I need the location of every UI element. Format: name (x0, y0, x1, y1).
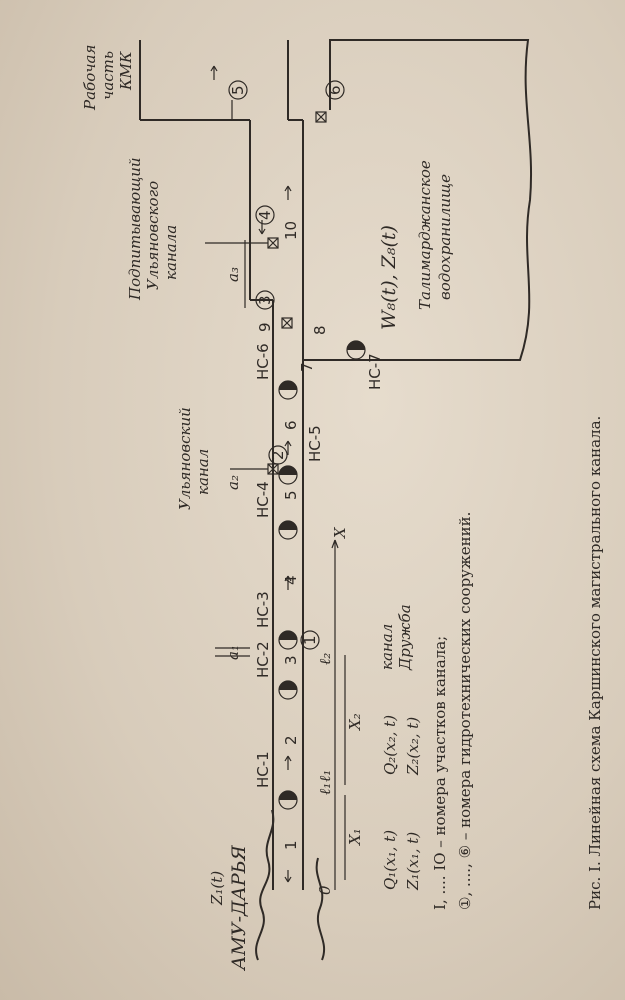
svg-text:2: 2 (269, 450, 287, 460)
druzhba-label: канал Дружба (378, 604, 414, 671)
svg-text:часть: часть (99, 51, 117, 100)
section-8: 8 (311, 325, 329, 335)
section-10: 10 (282, 221, 300, 240)
pump-label-4: НС-4 (254, 481, 272, 518)
pump-ns-5 (278, 465, 298, 485)
svg-text:4: 4 (256, 210, 274, 220)
reservoir-outline (303, 39, 533, 361)
pump-label-2: НС-2 (254, 641, 272, 678)
x-axis-arrow (331, 539, 339, 549)
pump-ns-2 (278, 680, 298, 700)
q2-formula: Q₂(x₂, t) (381, 715, 399, 775)
ulyanov-label: Ульяновский канал (176, 407, 212, 510)
pump-stations (278, 340, 366, 810)
pump-label-5: НС-5 (306, 425, 324, 462)
svg-text:Дружба: Дружба (396, 604, 414, 671)
river-label: АМУ-ДАРЬЯ (228, 845, 250, 972)
x2-label: X₂ (346, 713, 364, 731)
svg-text:Ульяновского: Ульяновского (144, 181, 162, 290)
pump-ns-1 (278, 790, 298, 810)
section-7: 7 (298, 362, 316, 372)
structure-2: 2 (230, 445, 288, 475)
section-6: 6 (282, 420, 300, 430)
pump-label-3: НС-3 (254, 591, 272, 628)
river-bank-bottom (315, 857, 326, 961)
x1-label: X₁ (346, 828, 364, 846)
a3-label: a₃ (224, 267, 242, 282)
svg-text:водохранилище: водохранилище (436, 174, 454, 300)
figure-caption: Рис. I. Линейная схема Каршинского магис… (586, 416, 604, 910)
reservoir-label: Талимарджанское водохранилище (416, 160, 454, 310)
section-9: 9 (256, 322, 274, 332)
rotated-scheme: АМУ-ДАРЬЯ НС-1 НС-2 НС-3 НС-4 НС-5 НС (81, 39, 604, 972)
pump-ns-4 (278, 520, 298, 540)
feeder-label: Подпитывающий Ульяновского канала (126, 157, 180, 301)
wz-formula: W₈(t), Z₈(t) (378, 225, 400, 330)
svg-text:1: 1 (301, 635, 319, 645)
svg-text:канал: канал (378, 624, 396, 670)
pump-ns-6 (278, 380, 298, 400)
z2x-formula: Z₂(x₂, t) (404, 717, 422, 776)
svg-text:канала: канала (162, 225, 180, 280)
kmk-label: Рабочая часть КМК (81, 45, 135, 111)
section-2: 2 (282, 735, 300, 745)
structure-5: 5 (228, 80, 248, 120)
pump-ns-7 (346, 340, 366, 360)
a2-label: a₂ (224, 475, 242, 490)
svg-text:Ульяновский: Ульяновский (176, 407, 194, 510)
legend-structures: ①, ...., ⑥ – номера гидротехнических соо… (456, 512, 474, 910)
a1-label: a₁ (224, 645, 242, 660)
l1-label: ℓ₁ (316, 783, 334, 795)
z1x-formula: Z₁(x₁, t) (404, 832, 422, 891)
x-label: X (331, 526, 349, 539)
svg-text:5: 5 (229, 85, 247, 95)
svg-text:6: 6 (326, 85, 344, 95)
svg-text:КМК: КМК (117, 51, 135, 91)
l1b-label: ℓ₁ (316, 770, 334, 782)
section-1: 1 (282, 840, 300, 850)
pump-ns-3 (278, 630, 298, 650)
legend-sections: I, .... IO – номера участков канала; (431, 636, 449, 910)
l2-label: ℓ₂ (316, 653, 334, 665)
section-3: 3 (282, 655, 300, 665)
origin-zero: 0 (316, 885, 334, 895)
structure-4: 4 (205, 205, 279, 249)
svg-text:Подпитывающий: Подпитывающий (126, 157, 144, 301)
svg-text:канал: канал (194, 449, 212, 495)
pump-label-7: НС-7 (366, 353, 384, 390)
section-5: 5 (282, 490, 300, 500)
q1-formula: Q₁(x₁, t) (381, 830, 399, 890)
svg-text:3: 3 (256, 295, 274, 305)
river-bank-top (255, 809, 275, 961)
z1-formula: Z₁(t) (208, 871, 226, 906)
structure-3: 3 (255, 290, 293, 329)
pump-label-6: НС-6 (254, 343, 272, 380)
structure-6: 6 (315, 80, 345, 123)
svg-text:Рабочая: Рабочая (81, 45, 99, 111)
structure-1: 1 (215, 630, 320, 657)
flow-arrows (210, 65, 292, 883)
svg-text:Талимарджанское: Талимарджанское (416, 160, 434, 310)
pump-label-1: НС-1 (254, 751, 272, 788)
